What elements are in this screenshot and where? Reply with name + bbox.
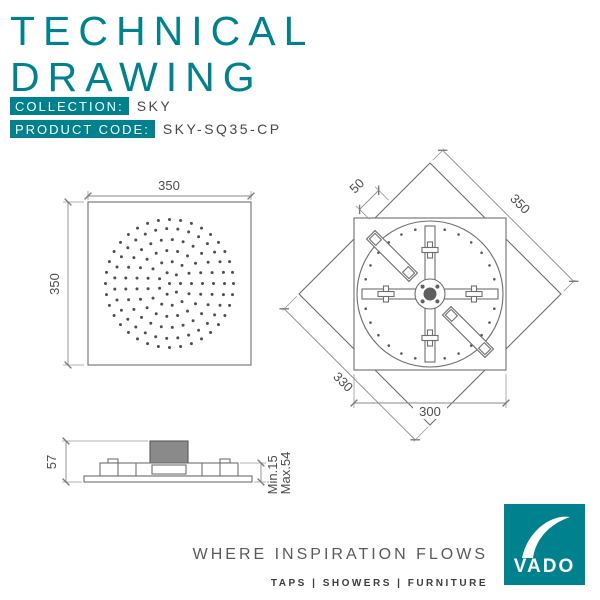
vado-logo: VADO bbox=[504, 504, 585, 585]
product-code-value: SKY-SQ35-CP bbox=[162, 121, 282, 137]
rear-view-drawing: 350 50 330 300 bbox=[279, 148, 579, 442]
rear-inner-width-dim-label: 300 bbox=[419, 404, 441, 419]
side-view-drawing: 57 Min.15 Max.54 bbox=[44, 437, 293, 495]
rear-lower-edge-dim-label: 330 bbox=[330, 369, 356, 395]
collection-value: SKY bbox=[136, 98, 173, 114]
brand-tagline: WHERE INSPIRATION FLOWS bbox=[192, 546, 488, 563]
side-height-dim-label: 57 bbox=[44, 455, 59, 469]
spray-holes-pattern bbox=[104, 218, 235, 349]
mounting-rail-topleft bbox=[365, 229, 419, 283]
side-minmax-dim-label: Min.15 Max.54 bbox=[265, 452, 293, 495]
collection-label: COLLECTION: bbox=[10, 97, 129, 115]
brand-categories: TAPS | SHOWERS | FURNITURE bbox=[270, 578, 488, 589]
product-code-row: PRODUCT CODE: SKY-SQ35-CP bbox=[10, 120, 282, 138]
mounting-rail-bottomright bbox=[441, 305, 495, 359]
rear-edge-dim-label: 350 bbox=[507, 191, 533, 217]
product-code-label: PRODUCT CODE: bbox=[10, 120, 155, 138]
front-width-dim-label: 350 bbox=[158, 178, 180, 193]
collection-row: COLLECTION: SKY bbox=[10, 97, 172, 115]
page-title-line2: DRAWING bbox=[10, 54, 263, 100]
side-min-dim: Min.15 bbox=[265, 455, 280, 494]
vado-swoosh-icon bbox=[522, 516, 570, 558]
front-height-dim-label: 350 bbox=[47, 273, 62, 295]
vado-logo-text: VADO bbox=[513, 556, 576, 577]
page-title-line1: TECHNICAL bbox=[10, 8, 315, 54]
faceplate-profile bbox=[83, 475, 253, 483]
side-max-dim: Max.54 bbox=[278, 452, 293, 495]
front-view-drawing: 350 350 bbox=[47, 178, 255, 369]
rear-corner-dim-label: 50 bbox=[346, 175, 367, 196]
page-title: TECHNICAL DRAWING bbox=[10, 8, 314, 100]
inlet-housing bbox=[149, 440, 189, 464]
